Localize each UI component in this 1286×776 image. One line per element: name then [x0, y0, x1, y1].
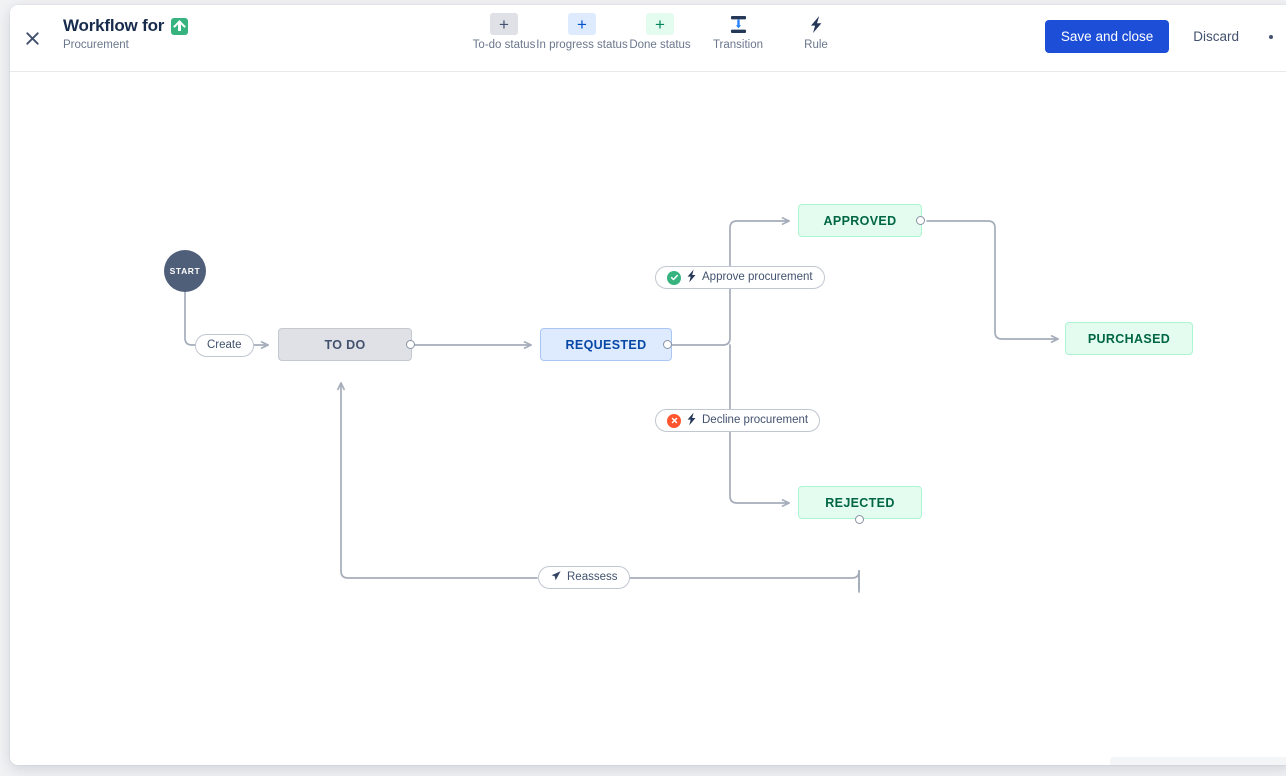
- edge-rejected-stub: [856, 571, 860, 586]
- transition-label: Approve procurement: [702, 270, 813, 283]
- title-row: Workflow for: [63, 16, 189, 36]
- add-in-progress-status-button[interactable]: + In progress status: [536, 13, 628, 51]
- header-actions: Save and close Discard: [1044, 20, 1283, 53]
- editor-header: Workflow for Procurement + To-do status …: [10, 5, 1286, 72]
- edge-approved-to-purchased: [926, 220, 1059, 343]
- status-node-to-do[interactable]: TO DO: [278, 328, 412, 361]
- transition-decline-procurement[interactable]: Decline procurement: [655, 409, 821, 432]
- status-node-requested[interactable]: REQUESTED: [540, 328, 672, 361]
- status-label: TO DO: [324, 337, 366, 352]
- transition-label: Decline procurement: [702, 413, 809, 426]
- save-and-close-button[interactable]: Save and close: [1044, 20, 1170, 53]
- toolbar: + To-do status + In progress status + Do…: [465, 13, 855, 51]
- discard-button[interactable]: Discard: [1179, 20, 1253, 53]
- plus-icon: +: [490, 13, 518, 35]
- title-block: Workflow for Procurement: [63, 16, 189, 52]
- edge-reassess-stub10: [852, 571, 859, 591]
- edge-reassess-hidden4: [621, 571, 859, 590]
- tool-label: Rule: [804, 39, 828, 51]
- workflow-editor-card: Workflow for Procurement + To-do status …: [10, 5, 1286, 765]
- tool-label: Transition: [712, 39, 764, 51]
- page-title: Workflow for: [63, 16, 165, 35]
- project-subtitle: Procurement: [63, 39, 129, 51]
- more-dot: [1269, 34, 1273, 39]
- start-label: START: [169, 266, 201, 276]
- status-done-icon: [667, 270, 681, 285]
- transition-label: Reassess: [567, 570, 618, 583]
- edge-rejected-port-stub: [856, 571, 859, 589]
- tool-label: Done status: [629, 39, 691, 51]
- edge-start-to-create: [184, 291, 197, 346]
- status-label: PURCHASED: [1087, 331, 1171, 346]
- add-transition-button[interactable]: Transition: [699, 13, 777, 51]
- port-rejected-bottom[interactable]: [855, 515, 864, 524]
- transition-label: Create: [207, 338, 242, 351]
- plus-icon: +: [568, 13, 596, 35]
- status-node-purchased[interactable]: PURCHASED: [1065, 322, 1193, 355]
- status-label: REJECTED: [825, 495, 895, 510]
- lightning-bolt-icon: [686, 412, 697, 429]
- transition-create[interactable]: Create: [195, 334, 254, 357]
- port-approved-right[interactable]: [916, 216, 925, 225]
- status-label: APPROVED: [823, 213, 897, 228]
- edge-rjZ14: [621, 571, 859, 590]
- transition-reassess[interactable]: Reassess: [538, 566, 630, 589]
- workflow-canvas[interactable]: START Create TO DO REQUESTED APPROVED: [10, 72, 1286, 765]
- transition-arrow-icon: [550, 570, 562, 585]
- tool-label: To-do status: [472, 39, 536, 51]
- transition-icon: [724, 13, 752, 35]
- status-label: REQUESTED: [565, 337, 647, 352]
- edge-layer: [184, 217, 1059, 593]
- add-todo-status-button[interactable]: + To-do status: [465, 13, 543, 51]
- edge-reassess-to-todo: [337, 382, 538, 579]
- status-error-icon: [667, 413, 681, 428]
- plus-icon: +: [646, 13, 674, 35]
- tool-label: In progress status: [536, 39, 628, 51]
- status-node-approved[interactable]: APPROVED: [798, 204, 922, 237]
- lightning-bolt-icon: [686, 269, 697, 286]
- add-rule-button[interactable]: Rule: [777, 13, 855, 51]
- start-node[interactable]: START: [164, 250, 206, 292]
- lightning-bolt-icon: [802, 13, 830, 35]
- close-icon[interactable]: [16, 22, 48, 54]
- port-requested-right[interactable]: [663, 340, 672, 349]
- zoom-control-panel: [1110, 757, 1286, 765]
- edge-final-noop5: [621, 571, 859, 590]
- add-done-status-button[interactable]: + Done status: [621, 13, 699, 51]
- edge-rejected-to-reassess: [622, 570, 860, 593]
- port-to-do-right[interactable]: [406, 340, 415, 349]
- arrow-up-priority-icon: [171, 17, 189, 35]
- transition-approve-procurement[interactable]: Approve procurement: [655, 266, 825, 289]
- more-options-icon[interactable]: [1259, 25, 1283, 49]
